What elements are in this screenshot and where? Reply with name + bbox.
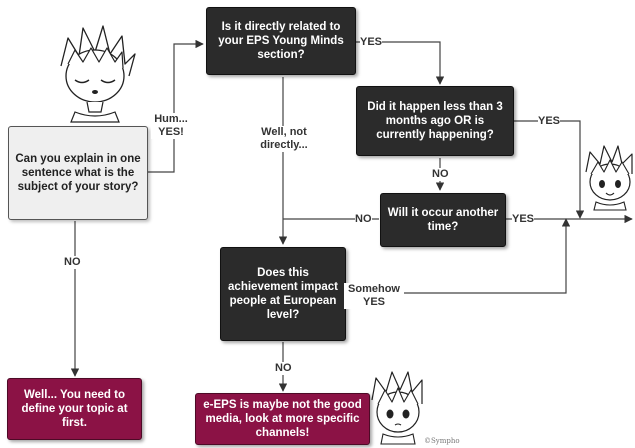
anime-face-happy-icon <box>585 145 633 211</box>
question-again: Will it occur another time? <box>380 193 506 247</box>
anime-face-sleepy-icon <box>60 25 136 123</box>
label-no-recent: NO <box>432 168 449 181</box>
label-no-subject: NO <box>64 256 81 269</box>
label-hum-yes: Hum... YES! <box>151 113 191 139</box>
label-no-impact: NO <box>275 362 292 375</box>
outcome-not-good-media: e-EPS is maybe not the good media, look … <box>195 393 370 445</box>
label-yes-related: YES <box>360 36 383 49</box>
question-subject: Can you explain in one sentence what is … <box>8 126 148 220</box>
question-impact: Does this achievement impact people at E… <box>220 247 346 341</box>
arrow-subject-to-related <box>148 39 204 173</box>
label-somehow-yes: Somehow YES <box>344 283 404 309</box>
outcome-define-topic: Well... You need to define your topic at… <box>7 378 142 440</box>
label-well-not: Well, not directly... <box>253 126 315 152</box>
label-yes-again: YES <box>512 213 535 226</box>
arrow-related-to-recent <box>356 41 445 85</box>
label-yes-recent: YES <box>538 115 561 128</box>
question-recent: Did it happen less than 3 months ago OR … <box>356 86 514 156</box>
credit-text: ©Sympho <box>424 437 460 445</box>
anime-face-worried-icon <box>371 371 423 445</box>
label-no-again: NO <box>355 213 372 226</box>
question-related: Is it directly related to your EPS Young… <box>206 7 356 75</box>
arrow-impact-somehow <box>346 218 571 294</box>
arrow-recent-to-right <box>514 120 585 219</box>
